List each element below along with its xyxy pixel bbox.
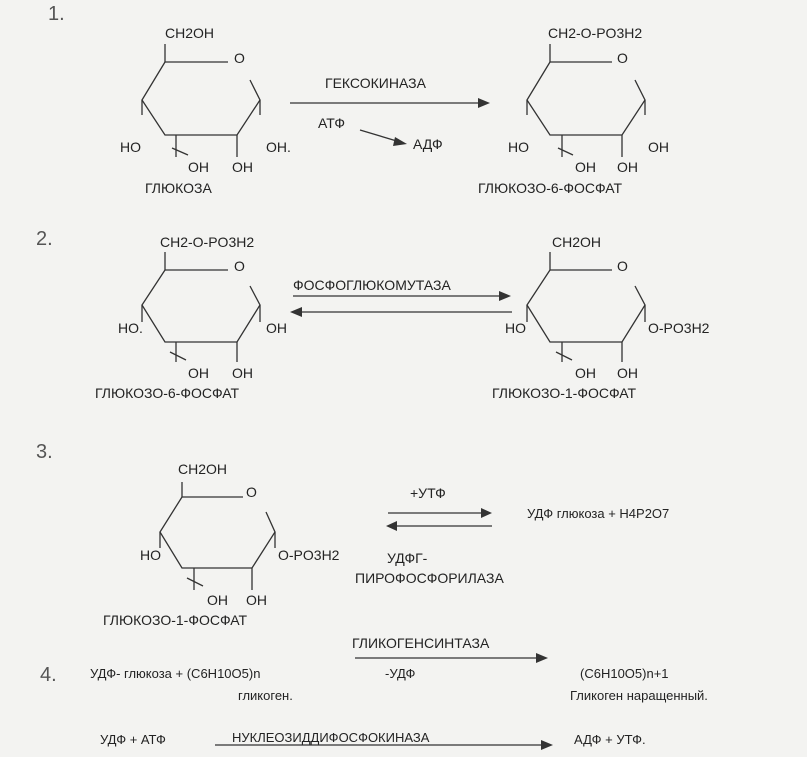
glucose-6-phosphate-ring: CH2-O-PO3H2 O HO OH OH OH ГЛЮКОЗО-6-ФОСФ… xyxy=(478,25,669,196)
g1p-step3-oh-bottom-2: OH xyxy=(246,592,267,608)
g1p-step3-o-po3h2-label: O-PO3H2 xyxy=(278,547,340,563)
g6p-oh-bottom-1: OH xyxy=(575,159,596,175)
g1p-step3-oh-bottom-1: OH xyxy=(207,592,228,608)
udpg-enzyme-line-1: УДФГ- xyxy=(387,550,428,566)
g6p-step2-oh-bottom-1: OH xyxy=(188,365,209,381)
atp-label: АТФ xyxy=(318,115,345,131)
utp-reagent-label: +УТФ xyxy=(410,485,446,501)
g1p-step3-name: ГЛЮКОЗО-1-ФОСФАТ xyxy=(103,612,248,628)
glucose-oh-right-label: OH. xyxy=(266,139,291,155)
glycogen-synthase-label: ГЛИКОГЕНСИНТАЗА xyxy=(352,635,490,651)
glucose-ring-oxygen: O xyxy=(234,50,245,66)
ndpk-products: АДФ + УТФ. xyxy=(574,732,646,747)
glucose-6-phosphate-ring-step2: CH2-O-PO3H2 O HO. OH OH OH ГЛЮКОЗО-6-ФОС… xyxy=(95,234,287,401)
glycogen-synthase-reactants: УДФ- глюкоза + (C6H10O5)n xyxy=(90,666,260,681)
g1p-ch2oh-label: CH2OH xyxy=(552,234,601,250)
udp-byproduct-label: -УДФ xyxy=(385,666,416,681)
g6p-ch2-o-po3h2-label: CH2-O-PO3H2 xyxy=(548,25,642,41)
g1p-o-po3h2-label: O-PO3H2 xyxy=(648,320,710,336)
extended-glycogen-note: Гликоген наращенный. xyxy=(570,688,708,703)
udp-glucose-products: УДФ глюкоза + H4P2O7 xyxy=(527,506,669,521)
g6p-ring-oxygen: O xyxy=(617,50,628,66)
step-4-number: 4. xyxy=(40,664,57,686)
glucose-ring: CH2OH O HO OH. OH OH ГЛЮКОЗА xyxy=(120,25,291,196)
glycogen-note: гликоген. xyxy=(238,688,293,703)
glucose-oh-bottom-2: OH xyxy=(232,159,253,175)
step-2-number: 2. xyxy=(36,228,53,250)
ndpk-enzyme-label: НУКЛЕОЗИДДИФОСФОКИНАЗА xyxy=(232,730,430,745)
extended-glycogen-formula: (C6H10O5)n+1 xyxy=(580,666,669,681)
g1p-name: ГЛЮКОЗО-1-ФОСФАТ xyxy=(492,385,637,401)
glucose-ch2oh-label: CH2OH xyxy=(165,25,214,41)
g1p-oh-bottom-1: OH xyxy=(575,365,596,381)
glucose-1-phosphate-ring: CH2OH O HO O-PO3H2 OH OH ГЛЮКОЗО-1-ФОСФА… xyxy=(492,234,710,401)
adp-label: АДФ xyxy=(413,136,443,152)
g1p-step3-ring-oxygen: O xyxy=(246,484,257,500)
g1p-oh-bottom-2: OH xyxy=(617,365,638,381)
g6p-step2-oh-right-label: OH xyxy=(266,320,287,336)
glycogen-synthase-reaction: УДФ- глюкоза + (C6H10O5)n гликоген. ГЛИК… xyxy=(90,635,708,703)
g6p-step2-ring-oxygen: O xyxy=(234,258,245,274)
glucose-ho-label: HO xyxy=(120,139,141,155)
glucose-1-phosphate-ring-step3: CH2OH O HO O-PO3H2 OH OH ГЛЮКОЗО-1-ФОСФА… xyxy=(103,461,340,628)
step-3-number: 3. xyxy=(36,441,53,463)
nucleoside-diphosphokinase-reaction: УДФ + АТФ НУКЛЕОЗИДДИФОСФОКИНАЗА АДФ + У… xyxy=(100,730,646,750)
g6p-step2-name: ГЛЮКОЗО-6-ФОСФАТ xyxy=(95,385,240,401)
glucose-name: ГЛЮКОЗА xyxy=(145,180,212,196)
step-1-number: 1. xyxy=(48,3,65,25)
g1p-ring-oxygen: O xyxy=(617,258,628,274)
g6p-step2-oh-bottom-2: OH xyxy=(232,365,253,381)
ndpk-reactants: УДФ + АТФ xyxy=(100,732,166,747)
g6p-oh-bottom-2: OH xyxy=(617,159,638,175)
phosphoglucomutase-arrows: ФОСФОГЛЮКОМУТАЗА xyxy=(290,277,512,317)
g6p-name: ГЛЮКОЗО-6-ФОСФАТ xyxy=(478,180,623,196)
g6p-step2-top-label: CH2-O-PO3H2 xyxy=(160,234,254,250)
g1p-step3-ch2oh-label: CH2OH xyxy=(178,461,227,477)
g1p-step3-ho-label: HO xyxy=(140,547,161,563)
glucose-oh-bottom-1: OH xyxy=(188,159,209,175)
hexokinase-arrow: ГЕКСОКИНАЗА АТФ АДФ xyxy=(290,75,490,152)
g1p-ho-label: HO xyxy=(505,320,526,336)
udpg-enzyme-line-2: ПИРОФОСФОРИЛАЗА xyxy=(355,570,504,586)
g6p-oh-right-label: OH xyxy=(648,139,669,155)
udpg-pyrophosphorylase-arrows: +УТФ УДФГ- ПИРОФОСФОРИЛАЗА УДФ глюкоза +… xyxy=(355,485,669,586)
phosphoglucomutase-label: ФОСФОГЛЮКОМУТАЗА xyxy=(293,277,451,293)
hexokinase-label: ГЕКСОКИНАЗА xyxy=(325,75,427,91)
g6p-step2-ho-label: HO. xyxy=(118,320,143,336)
g6p-ho-label: HO xyxy=(508,139,529,155)
